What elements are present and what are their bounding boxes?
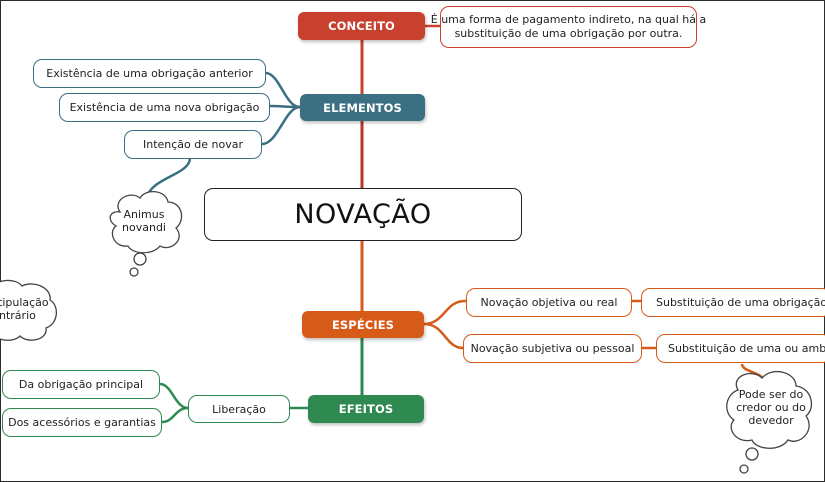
link-liberacao-item-1 (159, 382, 189, 410)
elementos-item-nova-obrigacao[interactable]: Existência de uma nova obrigação (59, 93, 270, 122)
cloud-credor-text: Pode ser do credor ou do devedor (733, 388, 809, 427)
cloud-left-line-2: ntrário (0, 309, 36, 322)
cloud-animus-line-2: novandi (122, 221, 166, 234)
branch-elementos[interactable]: ELEMENTOS (300, 94, 425, 121)
cloud-credor-line-1: Pode ser do (738, 388, 804, 401)
cloud-animus-line-1: Animus (123, 208, 165, 221)
especie-subjetiva-detail[interactable]: Substituição de uma ou ambas a (656, 334, 825, 363)
elementos-item-intencao-novar[interactable]: Intenção de novar (124, 130, 262, 159)
liberacao-acessorios-garantias[interactable]: Dos acessórios e garantias (2, 408, 162, 437)
link-liberacao-item-2 (161, 406, 189, 424)
especie-subjetiva[interactable]: Novação subjetiva ou pessoal (463, 334, 642, 363)
liberacao-obrigacao-principal[interactable]: Da obrigação principal (2, 370, 160, 399)
branch-efeitos[interactable]: EFEITOS (308, 395, 424, 423)
cloud-animus-text: Animus novandi (114, 208, 174, 234)
branch-conceito[interactable]: CONCEITO (298, 12, 425, 40)
especie-objetiva[interactable]: Novação objetiva ou real (466, 288, 632, 317)
especie-objetiva-detail[interactable]: Substituição de uma obrigação por (641, 288, 825, 317)
cloud-animus (109, 191, 183, 277)
link-elementos-item-3 (261, 105, 301, 146)
link-especies-objetiva (423, 299, 467, 326)
link-especies-subjetiva (423, 322, 464, 350)
definition-line-1: É uma forma de pagamento indireto, na qu… (430, 13, 707, 26)
cloud-credor-line-3: devedor (748, 414, 794, 427)
link-elementos-item-1 (265, 71, 301, 109)
conceito-definition[interactable]: É uma forma de pagamento indireto, na qu… (431, 6, 706, 48)
definition-line-2: substituição de uma obrigação por outra. (454, 27, 683, 40)
cloud-credor-devedor (726, 370, 813, 474)
efeito-liberacao[interactable]: Liberação (188, 395, 290, 423)
elementos-item-obrigacao-anterior[interactable]: Existência de uma obrigação anterior (33, 59, 266, 88)
cloud-left (0, 279, 57, 341)
branch-especies[interactable]: ESPÉCIES (302, 311, 424, 338)
cloud-left-text: tipulação ntrário (0, 296, 49, 322)
cloud-left-line-1: tipulação (0, 296, 49, 309)
cloud-credor-line-2: credor ou do (736, 401, 806, 414)
central-topic[interactable]: NOVAÇÃO (204, 188, 522, 241)
